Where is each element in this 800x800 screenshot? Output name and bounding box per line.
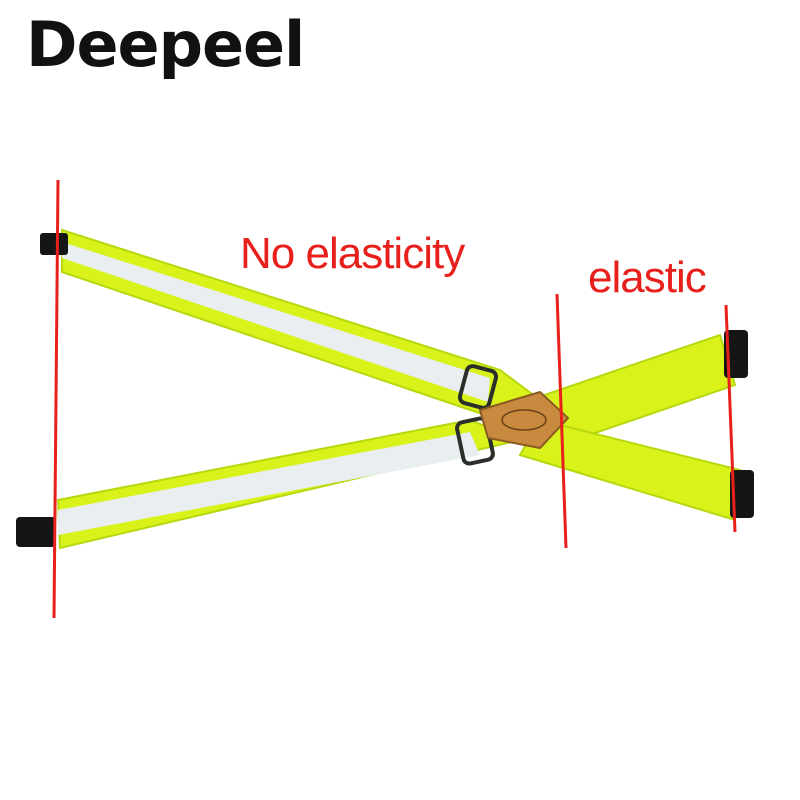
clip-top-right bbox=[724, 330, 748, 378]
clip-bottom-left bbox=[16, 517, 56, 547]
marker-line-left bbox=[52, 179, 60, 619]
marker-line-middle bbox=[555, 293, 568, 549]
clip-top-left bbox=[40, 233, 68, 255]
brand-logo: Deepeel bbox=[26, 8, 305, 81]
lower-strap bbox=[56, 418, 524, 550]
label-elastic: elastic bbox=[588, 253, 707, 302]
marker-lines bbox=[52, 179, 737, 619]
label-no-elasticity: No elasticity bbox=[240, 229, 465, 278]
leather-patch bbox=[478, 390, 570, 450]
clip-bottom-right bbox=[730, 470, 754, 518]
marker-line-right bbox=[724, 304, 737, 533]
